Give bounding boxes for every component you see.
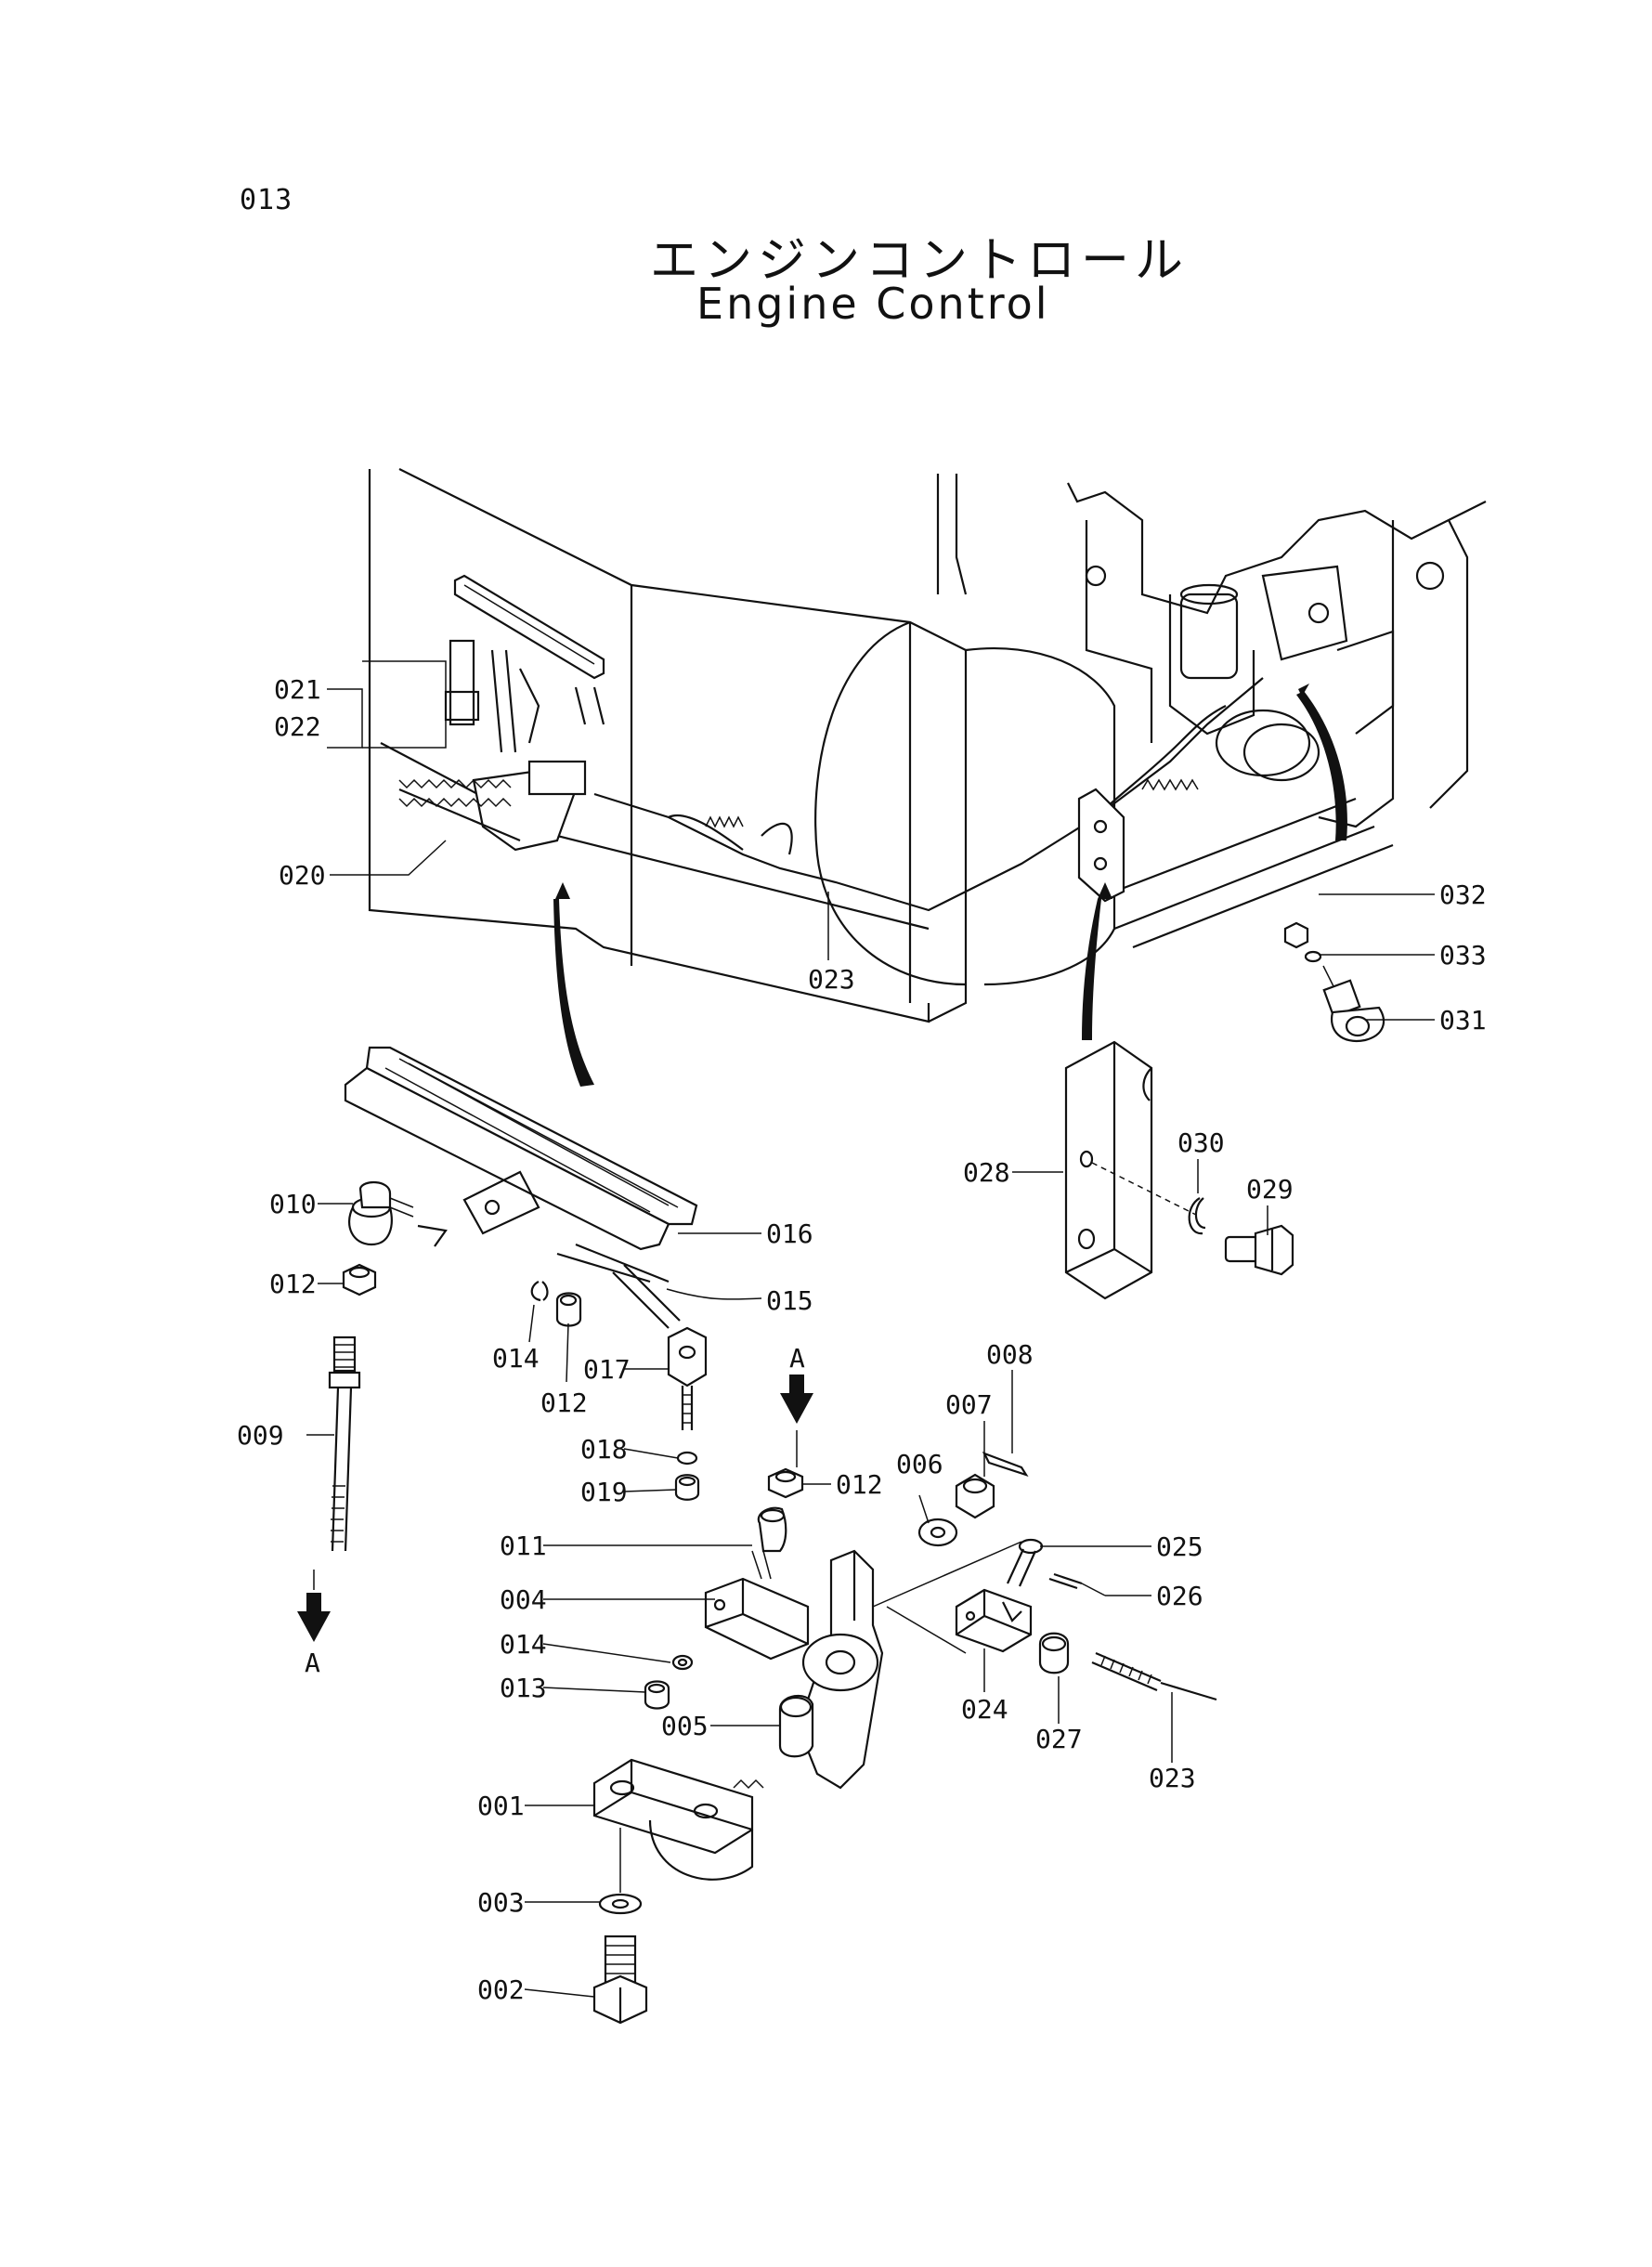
upper-bracket-spring bbox=[398, 760, 587, 852]
nut-027 bbox=[1038, 1632, 1070, 1674]
cable-end-023 bbox=[1091, 1651, 1217, 1701]
label-029: 029 bbox=[1246, 1174, 1294, 1205]
label-018: 018 bbox=[580, 1434, 628, 1465]
nut-012-left bbox=[342, 1263, 377, 1296]
label-006: 006 bbox=[896, 1449, 943, 1479]
label-009: 009 bbox=[237, 1420, 284, 1451]
label-003: 003 bbox=[477, 1887, 525, 1918]
spring-pin-026 bbox=[1048, 1572, 1106, 1596]
label-008: 008 bbox=[986, 1339, 1034, 1370]
label-arrow-a-top: A bbox=[789, 1343, 805, 1374]
washer-006 bbox=[917, 1518, 958, 1547]
ball-joint-031 bbox=[1322, 965, 1385, 1043]
washer-014-lower bbox=[671, 1654, 694, 1671]
arrow-to-pedal bbox=[553, 882, 594, 1087]
clevis-017 bbox=[667, 1326, 708, 1430]
bolt-029 bbox=[1224, 1224, 1294, 1276]
pedal-lever-boss bbox=[797, 1541, 1022, 1790]
part-labels: 021 022 020 023 032 033 031 028 030 029 … bbox=[237, 674, 1487, 2005]
label-024: 024 bbox=[961, 1694, 1008, 1725]
page-number: 013 bbox=[240, 184, 293, 216]
nut-019 bbox=[674, 1474, 700, 1501]
label-015: 015 bbox=[766, 1285, 813, 1316]
label-019: 019 bbox=[580, 1477, 628, 1507]
label-031: 031 bbox=[1439, 1005, 1487, 1036]
bracket-004 bbox=[704, 1577, 810, 1661]
washer-018 bbox=[676, 1451, 698, 1466]
washer-003 bbox=[598, 1893, 643, 1915]
nut-032 bbox=[1283, 921, 1309, 949]
cotter-pin-008 bbox=[982, 1451, 1029, 1477]
arrow-to-bracket bbox=[1082, 882, 1112, 1040]
bracket-028 bbox=[1064, 1040, 1197, 1300]
washer-033 bbox=[1304, 950, 1322, 963]
label-007: 007 bbox=[945, 1389, 993, 1420]
title-japanese: エンジンコントロール bbox=[650, 233, 1190, 289]
arrow-a-down-center bbox=[780, 1375, 813, 1467]
label-001: 001 bbox=[477, 1791, 525, 1821]
nut-012-right bbox=[767, 1467, 804, 1499]
washer-014-upper bbox=[530, 1281, 549, 1302]
upper-pedal bbox=[444, 574, 605, 753]
label-030: 030 bbox=[1177, 1127, 1225, 1158]
engine-block bbox=[1067, 482, 1487, 949]
ball-joint-010 bbox=[348, 1181, 414, 1246]
nut-007 bbox=[955, 1473, 995, 1519]
label-012-left: 012 bbox=[269, 1269, 317, 1299]
bushing-005 bbox=[778, 1694, 814, 1758]
label-033: 033 bbox=[1439, 940, 1487, 971]
label-020: 020 bbox=[279, 860, 326, 891]
link-rod-015 bbox=[612, 1264, 681, 1329]
label-022: 022 bbox=[274, 711, 321, 742]
label-016: 016 bbox=[766, 1218, 813, 1249]
washer-030 bbox=[1188, 1197, 1206, 1235]
label-013: 013 bbox=[500, 1673, 547, 1703]
label-arrow-a-bottom: A bbox=[305, 1648, 320, 1678]
label-028: 028 bbox=[963, 1157, 1010, 1188]
clevis-024 bbox=[955, 1588, 1033, 1653]
arrow-a-down-left bbox=[297, 1570, 331, 1642]
label-002: 002 bbox=[477, 1974, 525, 2005]
label-012-middle: 012 bbox=[540, 1388, 588, 1418]
ball-joint-011 bbox=[751, 1506, 787, 1580]
label-032: 032 bbox=[1439, 879, 1487, 910]
rod-009 bbox=[328, 1335, 361, 1552]
title-english: Engine Control bbox=[696, 279, 1050, 329]
label-021: 021 bbox=[274, 674, 321, 705]
label-014-upper: 014 bbox=[492, 1343, 540, 1374]
label-005: 005 bbox=[661, 1711, 709, 1741]
label-004: 004 bbox=[500, 1584, 547, 1615]
label-010: 010 bbox=[269, 1189, 317, 1219]
label-017: 017 bbox=[583, 1354, 631, 1385]
throttle-cable bbox=[593, 677, 1264, 912]
bracket-on-tank bbox=[1077, 788, 1125, 903]
leader-lines bbox=[306, 660, 1435, 1998]
cab-floor-panel bbox=[368, 468, 968, 1023]
label-023-lower: 023 bbox=[1149, 1763, 1196, 1793]
label-012-right: 012 bbox=[836, 1469, 883, 1500]
arrow-to-joint bbox=[1296, 684, 1347, 840]
label-014-lower: 014 bbox=[500, 1629, 547, 1660]
pin-025 bbox=[1007, 1538, 1044, 1587]
tank-outline bbox=[814, 620, 1116, 986]
label-026: 026 bbox=[1156, 1581, 1203, 1611]
nut-013 bbox=[644, 1680, 670, 1710]
label-025: 025 bbox=[1156, 1531, 1203, 1562]
label-027: 027 bbox=[1035, 1724, 1083, 1754]
label-011: 011 bbox=[500, 1531, 547, 1561]
bolt-002 bbox=[592, 1935, 648, 2025]
nut-012-middle bbox=[555, 1292, 582, 1327]
label-023-upper: 023 bbox=[808, 964, 855, 995]
pedal-016 bbox=[344, 1046, 698, 1283]
bracket-001 bbox=[592, 1758, 764, 1881]
